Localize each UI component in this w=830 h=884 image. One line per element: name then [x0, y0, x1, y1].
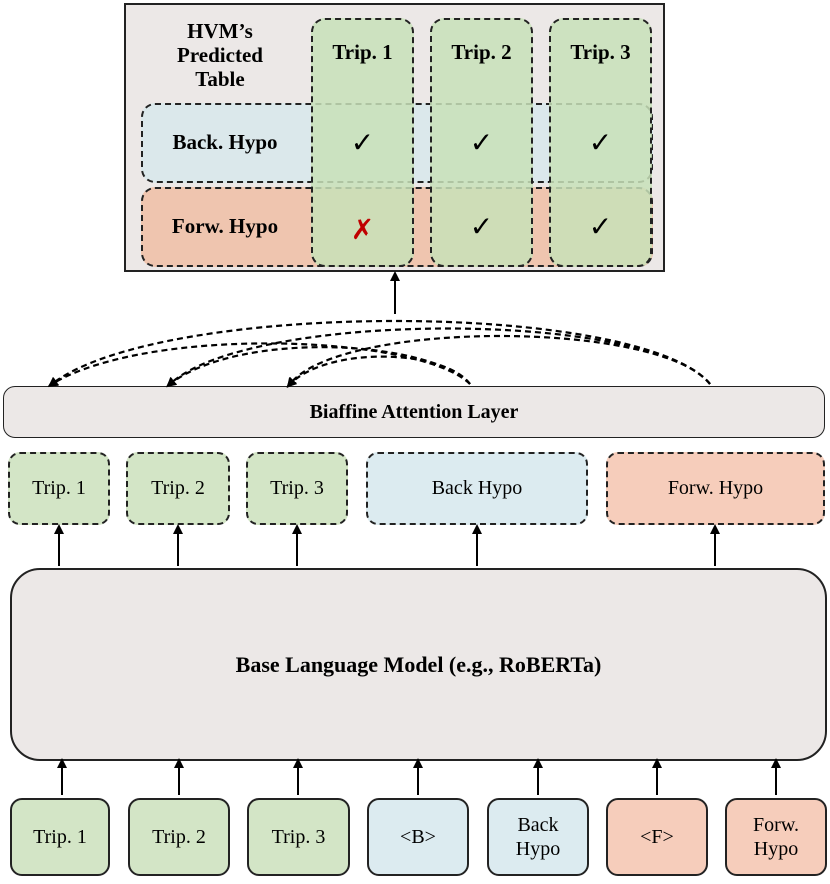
biaffine-attention-layer: Biaffine Attention Layer — [3, 386, 825, 438]
input-token-b-marker: <B> — [367, 798, 469, 876]
encoded-token-trip-1: Trip. 1 — [8, 452, 110, 525]
predicted-table-title: HVM’s Predicted Table — [177, 18, 263, 92]
attention-arc — [286, 334, 711, 388]
check-mark-icon: ✓ — [469, 209, 494, 243]
input-token-trip-2: Trip. 2 — [128, 798, 230, 876]
encoded-token-forw-hypo: Forw. Hypo — [606, 452, 825, 525]
input-token-f-marker: <F> — [606, 798, 708, 876]
column-trip-1 — [311, 18, 414, 267]
input-token-forw-hypo: Forw. Hypo — [725, 798, 827, 876]
column-trip-2 — [430, 18, 533, 267]
check-mark-icon: ✓ — [588, 125, 613, 159]
row-label-back-hypo: Back. Hypo — [172, 129, 278, 154]
row-label-forw-hypo: Forw. Hypo — [171, 213, 279, 238]
encoded-token-trip-3: Trip. 3 — [246, 452, 348, 525]
input-token-trip-3: Trip. 3 — [247, 798, 350, 876]
attention-arc — [166, 327, 711, 388]
check-mark-icon: ✓ — [469, 125, 494, 159]
input-token-back-hypo: Back Hypo — [487, 798, 589, 876]
check-mark-icon: ✓ — [350, 125, 375, 159]
encoded-token-back-hypo: Back Hypo — [366, 452, 588, 525]
cross-mark-icon: ✗ — [350, 212, 375, 246]
encoded-token-trip-2: Trip. 2 — [126, 452, 230, 525]
attention-arc — [166, 346, 471, 388]
attention-arc — [286, 355, 471, 388]
column-header-trip-3: Trip. 3 — [570, 39, 631, 64]
base-language-model: Base Language Model (e.g., RoBERTa) — [10, 568, 827, 761]
attention-arc — [47, 342, 471, 387]
column-header-trip-2: Trip. 2 — [451, 39, 512, 64]
input-token-trip-1: Trip. 1 — [10, 798, 110, 876]
check-mark-icon: ✓ — [588, 209, 613, 243]
column-trip-3 — [549, 18, 652, 267]
column-header-trip-1: Trip. 1 — [332, 39, 393, 64]
